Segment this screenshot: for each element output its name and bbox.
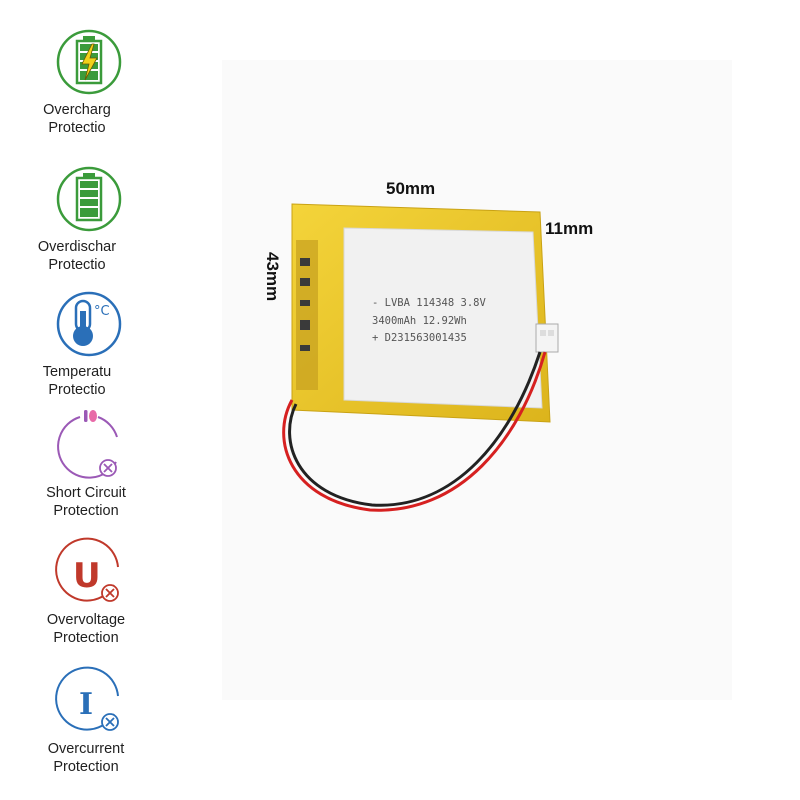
label-line-1: - LVBA 114348 3.8V — [372, 297, 486, 309]
dimension-thickness: 11mm — [545, 219, 594, 238]
thermometer-icon: °C — [56, 291, 122, 357]
label-line-2: 3400mAh 12.92Wh — [372, 315, 467, 327]
label-line-3: + D231563001435 — [372, 332, 467, 344]
voltage-letter: U — [73, 556, 101, 596]
celsius-unit: °C — [94, 304, 110, 319]
battery-bolt-icon — [56, 29, 122, 95]
voltage-u-icon: U — [55, 537, 119, 602]
short-circuit-icon — [57, 410, 118, 479]
wire-black — [288, 351, 542, 507]
battery-label — [343, 227, 543, 409]
battery-full-icon — [56, 166, 122, 232]
pcm-board — [296, 240, 318, 390]
wire-red — [282, 351, 547, 512]
jst-connector — [535, 323, 559, 353]
current-i-icon: I — [55, 666, 119, 731]
current-letter: I — [79, 687, 93, 722]
dimension-width: 50mm — [386, 179, 436, 198]
dimension-height: 43mm — [263, 252, 282, 302]
